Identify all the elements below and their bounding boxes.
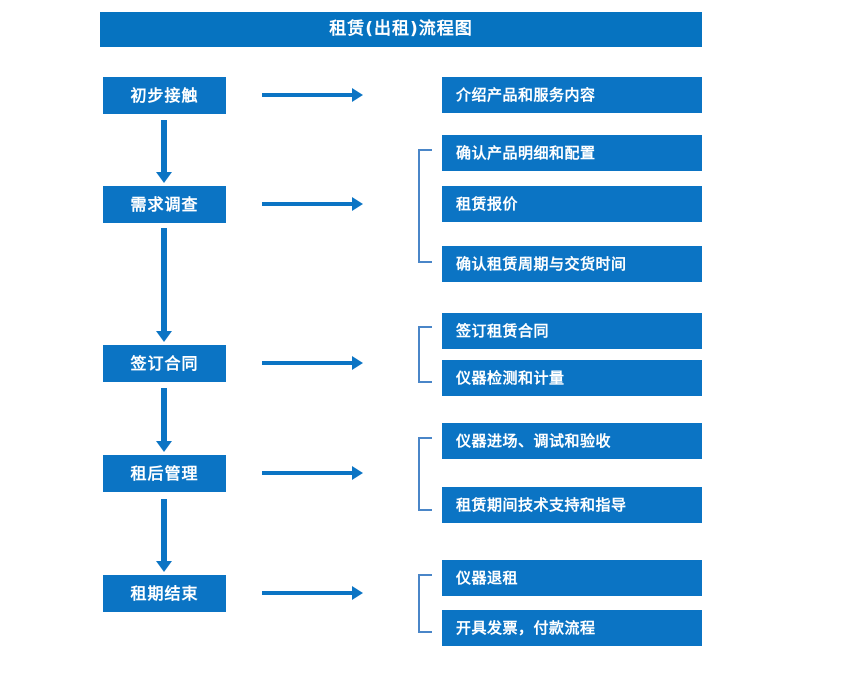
stage-box-rental-period-end[interactable]: 租期结束	[103, 575, 226, 612]
group-bracket-needs-survey	[418, 149, 432, 263]
diagram-title: 租赁(出租)流程图	[100, 12, 702, 47]
detail-box-technical-support[interactable]: 租赁期间技术支持和指导	[442, 487, 702, 523]
group-bracket-sign-contract	[418, 326, 432, 383]
right-arrow-icon-post-rental-management	[262, 466, 363, 480]
right-arrow-icon-rental-period-end	[262, 586, 363, 600]
stage-box-initial-contact[interactable]: 初步接触	[103, 77, 226, 114]
stage-box-sign-contract[interactable]: 签订合同	[103, 345, 226, 382]
down-arrow-icon-contract-to-management	[156, 388, 172, 452]
down-arrow-icon-management-to-end	[156, 499, 172, 572]
detail-box-sign-rental-contract[interactable]: 签订租赁合同	[442, 313, 702, 349]
detail-box-confirm-rental-period[interactable]: 确认租赁周期与交货时间	[442, 246, 702, 282]
right-arrow-icon-sign-contract	[262, 356, 363, 370]
group-bracket-rental-period-end	[418, 574, 432, 633]
right-arrow-icon-needs-survey	[262, 197, 363, 211]
detail-box-introduce-products[interactable]: 介绍产品和服务内容	[442, 77, 702, 113]
down-arrow-icon-contact-to-survey	[156, 120, 172, 183]
detail-box-instrument-return[interactable]: 仪器退租	[442, 560, 702, 596]
detail-box-rental-quotation[interactable]: 租赁报价	[442, 186, 702, 222]
down-arrow-icon-survey-to-contract	[156, 228, 172, 342]
stage-box-needs-survey[interactable]: 需求调查	[103, 186, 226, 223]
stage-box-post-rental-management[interactable]: 租后管理	[103, 455, 226, 492]
right-arrow-icon-initial-contact	[262, 88, 363, 102]
detail-box-instrument-testing[interactable]: 仪器检测和计量	[442, 360, 702, 396]
detail-box-instrument-arrival[interactable]: 仪器进场、调试和验收	[442, 423, 702, 459]
detail-box-invoice-payment[interactable]: 开具发票，付款流程	[442, 610, 702, 646]
group-bracket-post-rental-management	[418, 437, 432, 511]
detail-box-confirm-product-spec[interactable]: 确认产品明细和配置	[442, 135, 702, 171]
